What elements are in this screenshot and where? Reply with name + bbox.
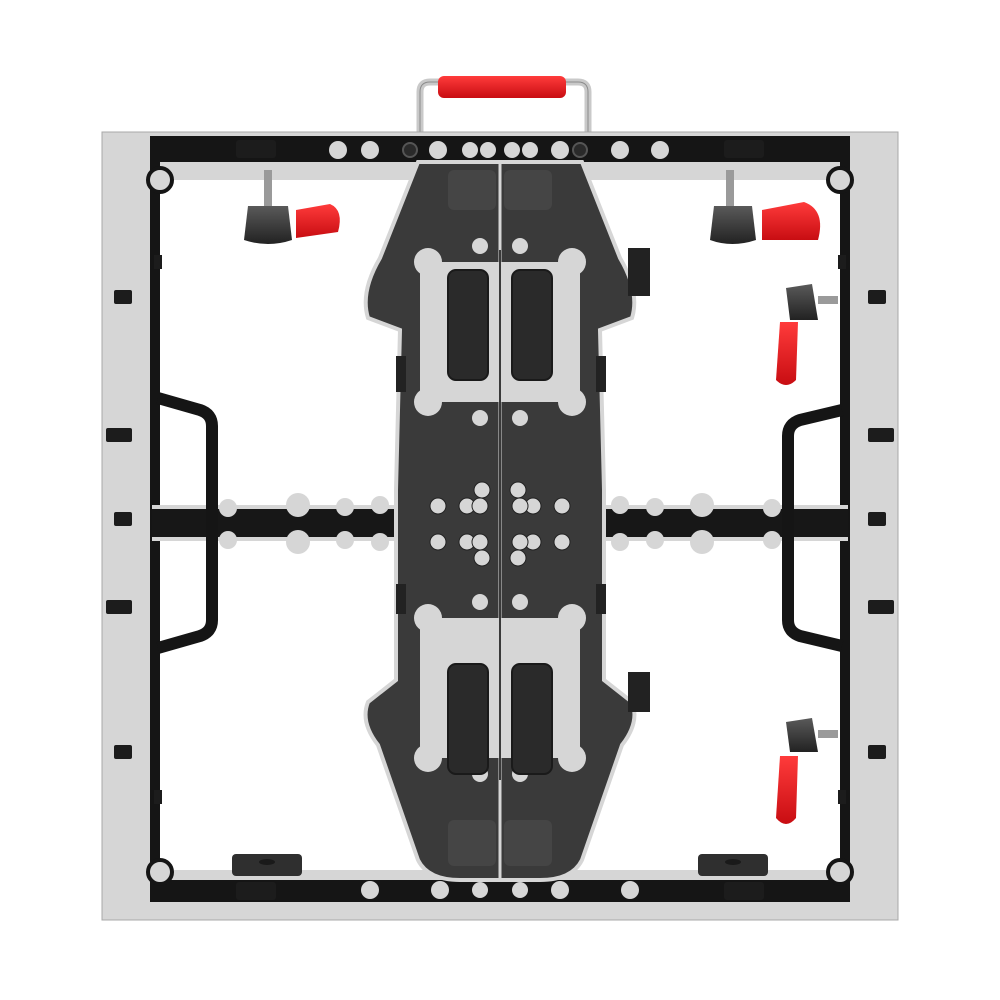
control-box-center — [363, 160, 637, 882]
side-handle-left — [156, 392, 218, 654]
quick-lock-top-left — [244, 170, 340, 244]
carry-handle — [416, 76, 592, 135]
side-lock-right-upper — [776, 284, 838, 385]
bottom-feet — [232, 854, 768, 876]
side-handle-right — [782, 404, 844, 652]
side-lock-right-lower — [776, 718, 838, 824]
side-brackets — [396, 248, 650, 712]
quick-lock-top-right — [710, 170, 821, 244]
